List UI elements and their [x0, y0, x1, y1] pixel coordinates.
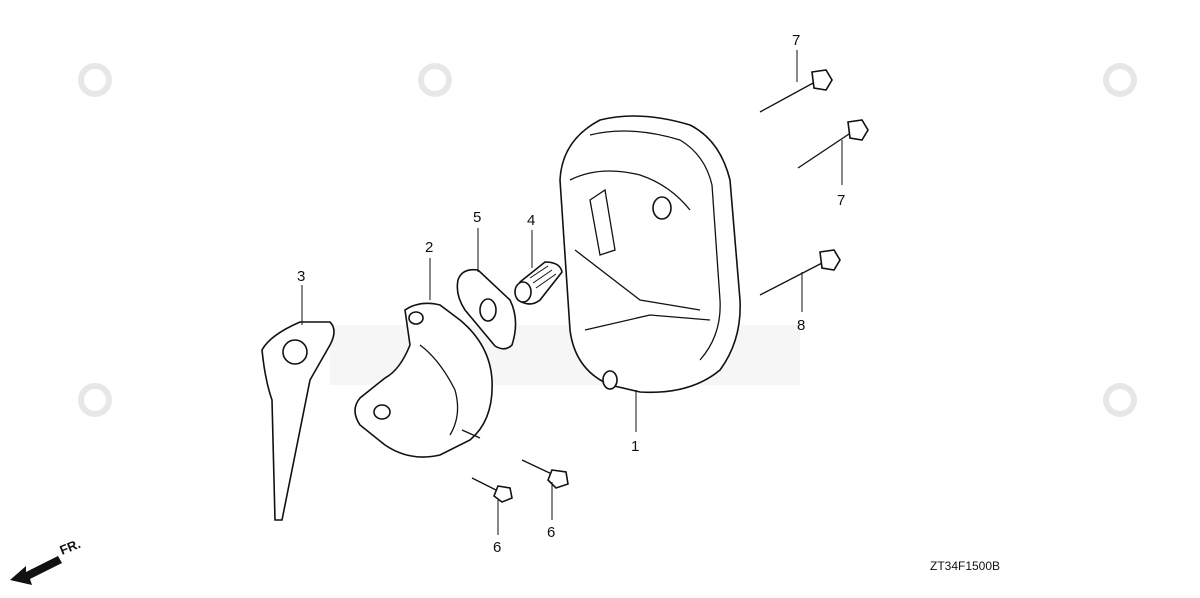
callout-7a: 7	[792, 32, 800, 49]
part-muffler	[559, 115, 741, 394]
part-bolt-8	[759, 249, 841, 296]
part-gasket	[456, 268, 517, 350]
diagram-code: ZT34F1500B	[930, 559, 1000, 573]
callout-6a: 6	[493, 539, 501, 556]
part-bolt-7b	[797, 119, 869, 169]
watermark-marks	[78, 63, 1137, 417]
part-exhaust-pipe	[354, 302, 493, 458]
callout-1: 1	[631, 438, 639, 455]
callout-5: 5	[473, 209, 481, 226]
front-arrow-icon	[10, 556, 62, 585]
direction-label: FR.	[58, 536, 83, 558]
part-bolt-6b	[521, 459, 569, 489]
callout-6b: 6	[547, 524, 555, 541]
leader-lines	[301, 50, 843, 535]
callout-4: 4	[527, 212, 535, 229]
callout-7b: 7	[837, 192, 845, 209]
part-bolt-6a	[471, 477, 513, 503]
part-bracket	[261, 321, 335, 521]
callout-8: 8	[797, 317, 805, 334]
part-screen	[514, 261, 563, 305]
callout-3: 3	[297, 268, 305, 285]
part-bolt-7a	[759, 69, 833, 113]
callout-2: 2	[425, 239, 433, 256]
